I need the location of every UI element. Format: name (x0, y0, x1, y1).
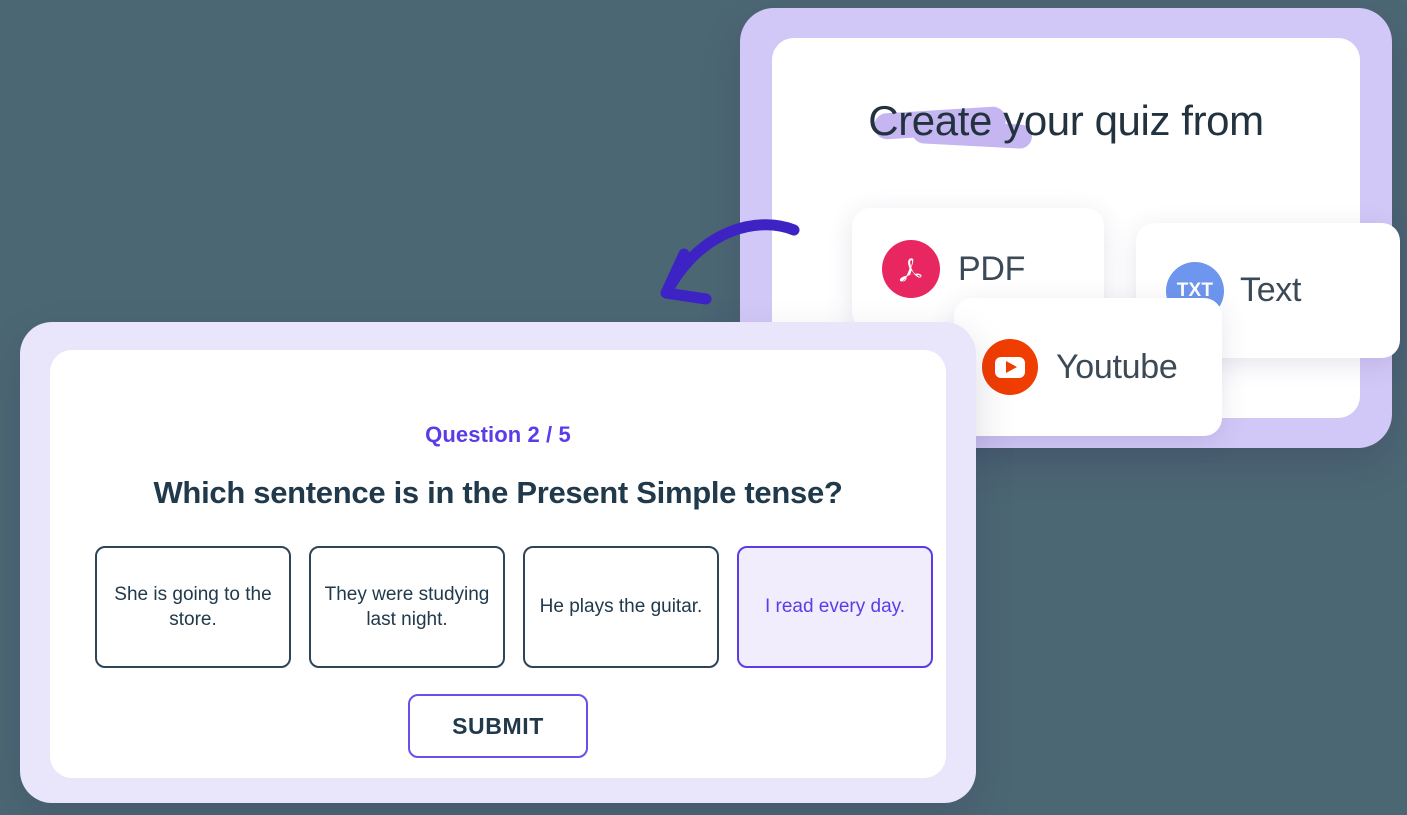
source-option-youtube[interactable]: Youtube (954, 298, 1222, 436)
source-option-pdf-label: PDF (958, 249, 1026, 288)
source-panel-title-row: Create your quiz from (772, 97, 1360, 150)
answer-option[interactable]: They were studying last night. (309, 546, 505, 668)
answer-option[interactable]: She is going to the store. (95, 546, 291, 668)
youtube-icon-play-triangle (1006, 361, 1017, 373)
source-panel-title-rest: your quiz from (991, 97, 1264, 144)
answer-options-list: She is going to the store. They were stu… (95, 546, 965, 668)
quiz-card: Question 2 / 5 Which sentence is in the … (50, 350, 946, 778)
youtube-icon-screen (995, 356, 1025, 378)
source-panel-frame: Create your quiz from PDF TXT Text (740, 8, 1400, 448)
txt-icon-label: TXT (1176, 279, 1214, 301)
source-panel-card: Create your quiz from PDF TXT Text (772, 38, 1400, 436)
quiz-panel-frame: Question 2 / 5 Which sentence is in the … (20, 322, 976, 803)
answer-option-selected[interactable]: I read every day. (737, 546, 933, 668)
submit-button[interactable]: SUBMIT (408, 694, 588, 758)
source-option-text-label: Text (1240, 271, 1302, 309)
source-panel-title-highlighted-word: Create (868, 97, 992, 144)
question-counter: Question 2 / 5 (425, 422, 571, 447)
source-panel-title: Create your quiz from (868, 97, 1264, 150)
source-option-youtube-label: Youtube (1056, 347, 1178, 386)
submit-row: SUBMIT (50, 694, 946, 758)
answer-option[interactable]: He plays the guitar. (523, 546, 719, 668)
source-option-text[interactable]: TXT Text (1136, 223, 1400, 358)
pdf-icon (882, 240, 940, 298)
youtube-icon (982, 339, 1038, 395)
question-text: Which sentence is in the Present Simple … (153, 475, 843, 510)
